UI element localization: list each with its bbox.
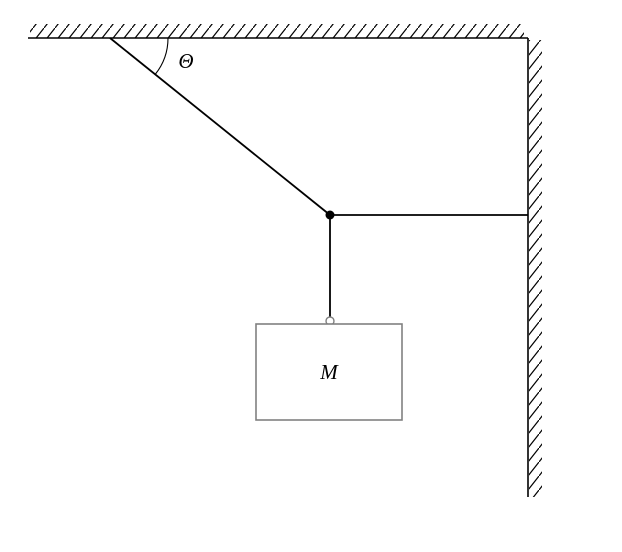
junction-point — [325, 210, 335, 220]
angle-arc — [154, 37, 169, 75]
rope-diagonal — [109, 37, 331, 216]
angle-label: Θ — [178, 49, 193, 73]
ceiling-hatching — [30, 24, 524, 38]
wall-hatching — [529, 40, 542, 497]
mass-label: M — [319, 360, 339, 384]
mass-box — [255, 323, 403, 421]
